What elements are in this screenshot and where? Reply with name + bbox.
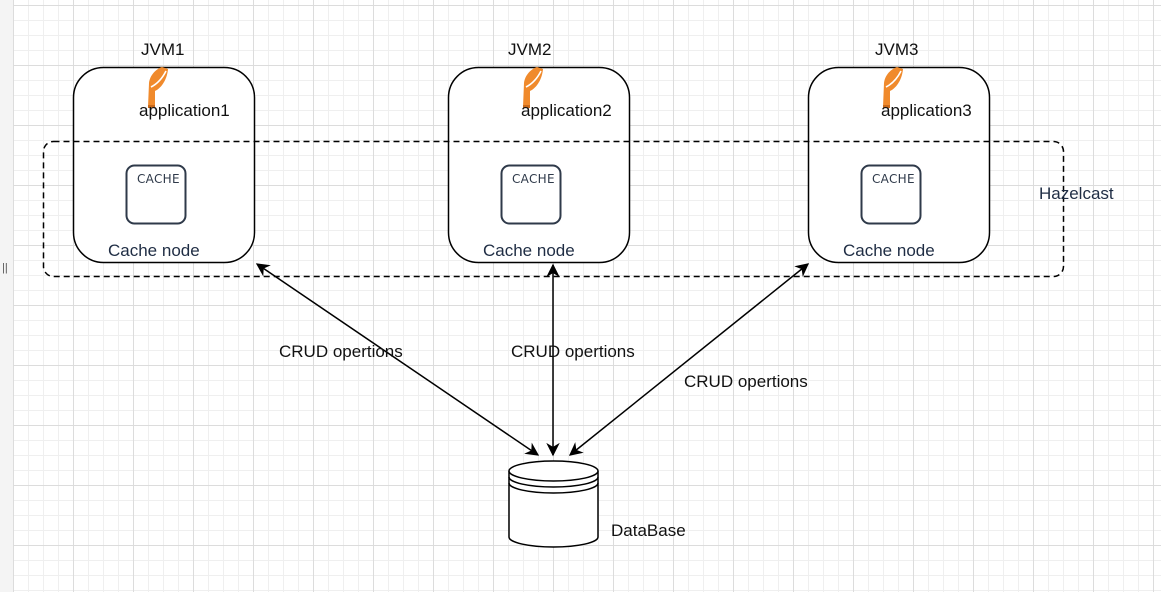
database-cylinder-icon[interactable] [508,460,599,548]
jvm3-cache-box[interactable] [860,164,922,225]
jvm2-cache-box[interactable] [500,164,562,225]
jvm1-cache-label: CACHE [137,172,180,186]
resize-handle[interactable]: || [2,262,8,274]
jvm3-cache-node-label: Cache node [843,241,935,260]
jvm1-application-label: application1 [139,101,230,120]
jvm1-title: JVM1 [141,40,185,59]
jvm2-title: JVM2 [508,40,552,59]
jvm2-cache-label: CACHE [512,172,555,186]
jvm3-cache-label: CACHE [872,172,915,186]
hazelcast-cluster-boundary[interactable] [42,140,1065,278]
jvm3-title: JVM3 [875,40,919,59]
jvm2-connection-label: CRUD opertions [511,342,635,361]
database-label: DataBase [611,521,686,540]
jvm1-connection-label: CRUD opertions [279,342,403,361]
jvm1-cache-node-label: Cache node [108,241,200,260]
jvm1-database-arrow[interactable] [255,263,540,456]
jvm3-database-arrow[interactable] [568,263,810,456]
jvm3-application-label: application3 [881,101,972,120]
jvm3-connection-label: CRUD opertions [684,372,808,391]
hazelcast-label: Hazelcast [1039,184,1114,203]
jvm2-application-label: application2 [521,101,612,120]
jvm1-cache-box[interactable] [125,164,187,225]
jvm2-cache-node-label: Cache node [483,241,575,260]
canvas-margin [0,0,13,592]
